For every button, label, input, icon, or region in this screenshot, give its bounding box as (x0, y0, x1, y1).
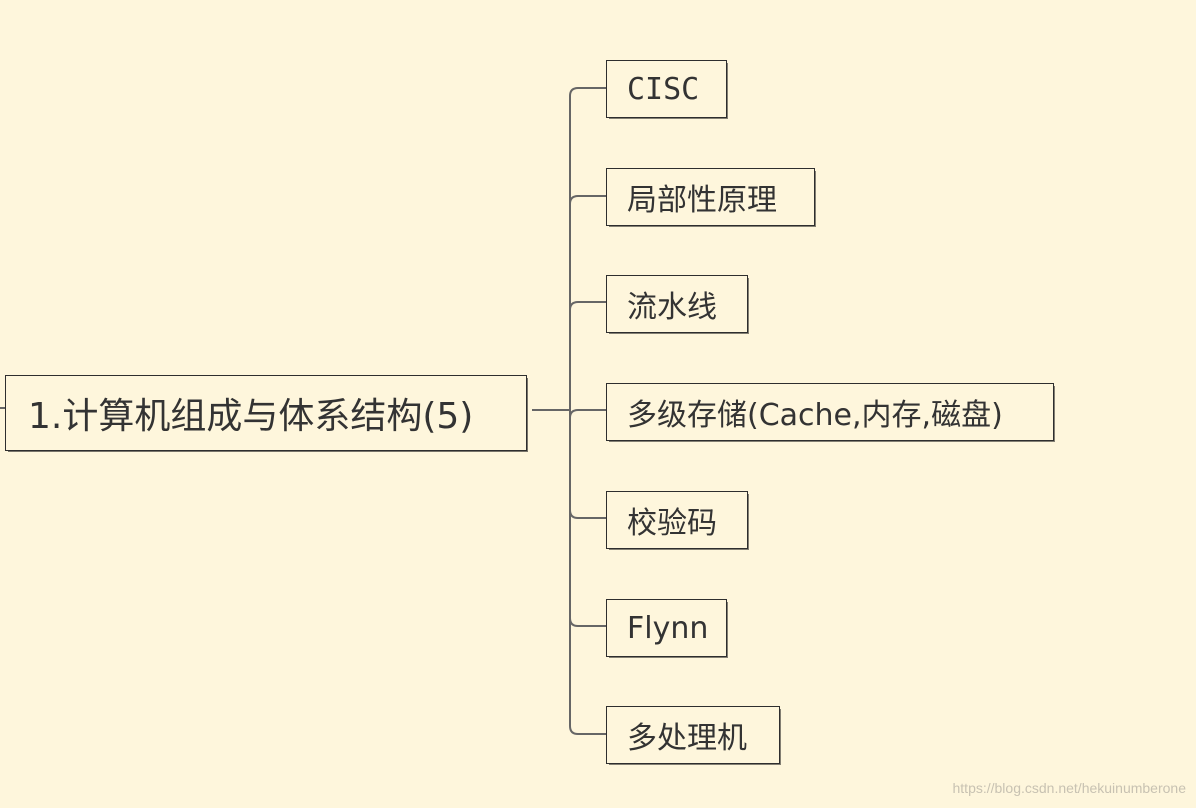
topic-label: 校验码 (627, 506, 717, 541)
topic-locality-principle[interactable]: 局部性原理 (606, 168, 815, 226)
branch-line-4 (569, 509, 606, 519)
topic-label: 多级存储(Cache,内存,磁盘) (627, 398, 1003, 433)
topic-cisc[interactable]: CISC (606, 60, 727, 118)
topic-label: 局部性原理 (627, 183, 777, 218)
branch-line-2 (569, 301, 606, 311)
trunk-line (569, 87, 606, 735)
topic-pipeline[interactable]: 流水线 (606, 275, 748, 333)
watermark-text: https://blog.csdn.net/hekuinumberone (952, 780, 1187, 796)
branch-line-5 (569, 617, 606, 627)
topic-label: CISC (627, 71, 700, 107)
branch-line-3 (569, 409, 606, 419)
topic-flynn[interactable]: Flynn (606, 599, 727, 657)
topic-multilevel-storage[interactable]: 多级存储(Cache,内存,磁盘) (606, 383, 1054, 441)
topic-check-code[interactable]: 校验码 (606, 491, 748, 549)
topic-label: Flynn (627, 610, 709, 646)
topic-label: 多处理机 (627, 721, 747, 756)
branch-line-1 (569, 195, 606, 205)
root-topic[interactable]: 1.计算机组成与体系结构(5) (5, 375, 527, 451)
topic-multiprocessor[interactable]: 多处理机 (606, 706, 780, 764)
root-topic-label: 1.计算机组成与体系结构(5) (28, 396, 474, 437)
topic-label: 流水线 (627, 290, 717, 325)
